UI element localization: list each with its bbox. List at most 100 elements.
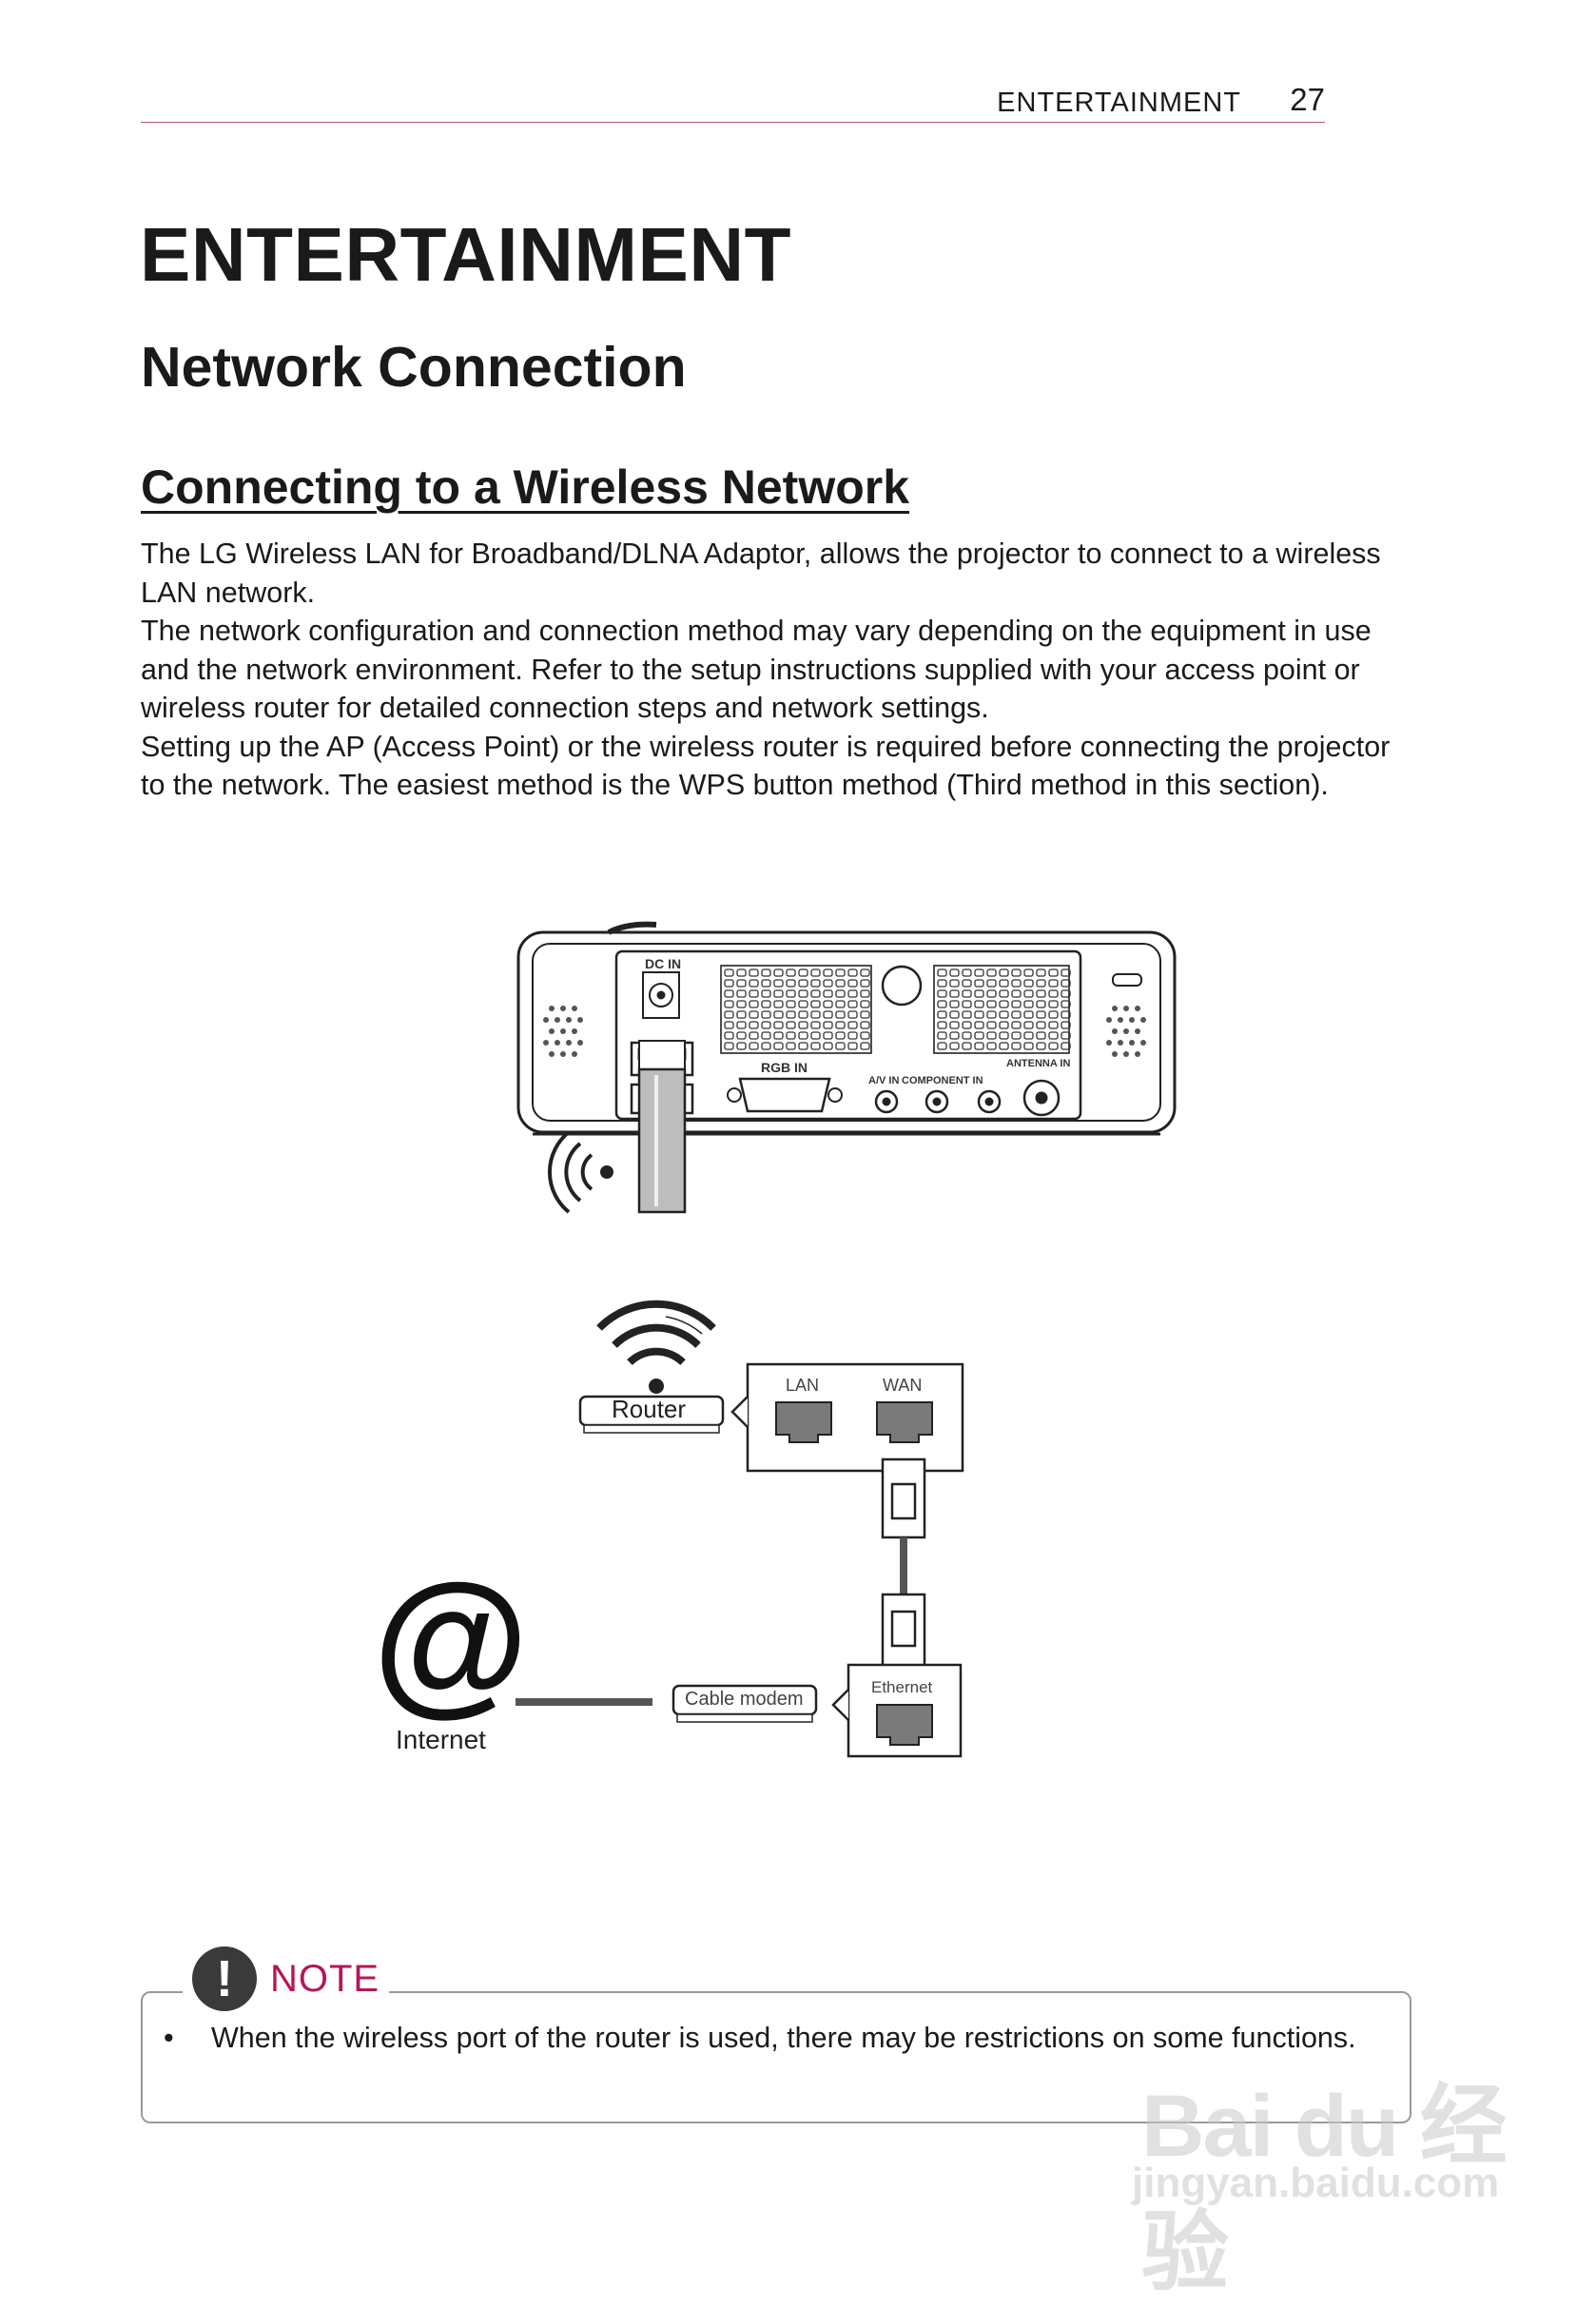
vent-hole <box>962 968 972 977</box>
vent-hole <box>786 1000 796 1008</box>
vent-hole <box>860 1021 870 1029</box>
vent-hole <box>749 1000 759 1008</box>
vent-hole <box>761 1042 771 1050</box>
vent-hole <box>810 1010 821 1019</box>
vent-hole <box>786 968 796 977</box>
vent-hole <box>1036 1010 1046 1019</box>
vent-hole <box>823 1042 833 1050</box>
vent-hole <box>786 989 796 998</box>
vent-hole <box>810 1021 821 1029</box>
vent-hole <box>761 989 771 998</box>
dc-in-label: DC IN <box>645 956 682 971</box>
router-label: Router <box>612 1395 687 1423</box>
vent-hole <box>1061 979 1071 988</box>
vent-hole <box>835 1031 846 1040</box>
vent-hole <box>847 1021 858 1029</box>
vent-hole <box>786 1031 796 1040</box>
vent-hole <box>773 1010 784 1019</box>
vent-hole <box>773 968 784 977</box>
vent-hole <box>798 1000 808 1008</box>
vent-hole <box>736 1031 747 1040</box>
vent-hole <box>1036 979 1046 988</box>
vent-hole <box>835 1042 846 1050</box>
vent-hole <box>736 1000 747 1008</box>
vent-hole <box>949 989 960 998</box>
vent-hole <box>761 1021 771 1029</box>
vent-hole <box>749 1021 759 1029</box>
vent-hole <box>761 1000 771 1008</box>
vent-hole <box>835 1010 846 1019</box>
vent-hole <box>949 1000 960 1008</box>
vent-hole <box>1048 1042 1059 1050</box>
modem-port-panel <box>831 1663 963 1758</box>
wan-label: WAN <box>883 1376 923 1395</box>
vent-hole <box>986 1010 997 1019</box>
vent-holes-left <box>724 968 870 1050</box>
vent-hole <box>974 1000 984 1008</box>
vent-hole <box>986 979 997 988</box>
vent-hole <box>986 1021 997 1029</box>
watermark-url: jingyan.baidu.com <box>1132 2160 1500 2206</box>
vent-hole <box>1023 1021 1034 1029</box>
vent-hole <box>736 989 747 998</box>
vent-holes-right <box>937 968 1071 1050</box>
vent-hole <box>974 989 984 998</box>
vent-hole <box>798 1021 808 1029</box>
vent-hole <box>1011 1010 1022 1019</box>
vent-hole <box>1048 968 1059 977</box>
vent-hole <box>986 1042 997 1050</box>
vent-hole <box>937 1000 947 1008</box>
vent-hole <box>847 1031 858 1040</box>
vent-hole <box>974 1042 984 1050</box>
vent-hole <box>999 1010 1009 1019</box>
vent-hole <box>1036 989 1046 998</box>
vent-hole <box>860 1000 870 1008</box>
vent-hole <box>823 1010 833 1019</box>
vent-hole <box>823 1031 833 1040</box>
vent-hole <box>1023 968 1034 977</box>
vent-hole <box>810 979 821 988</box>
vent-hole <box>810 1042 821 1050</box>
vent-hole <box>810 989 821 998</box>
vent-hole <box>835 1021 846 1029</box>
vent-hole <box>962 979 972 988</box>
cable-modem-label: Cable modem <box>685 1689 804 1710</box>
ethernet-label: Ethernet <box>871 1678 933 1696</box>
exclamation-icon: ! <box>192 1946 257 2011</box>
paragraph: Setting up the AP (Access Point) or the … <box>141 730 1391 802</box>
vent-hole <box>860 989 870 998</box>
vent-hole <box>786 1042 796 1050</box>
projector-rear-panel <box>516 921 1177 1136</box>
vent-hole <box>860 1042 870 1050</box>
vent-hole <box>847 1042 858 1050</box>
vent-hole <box>761 1010 771 1019</box>
vent-hole <box>773 1021 784 1029</box>
vent-hole <box>847 1010 858 1019</box>
vent-hole <box>999 979 1009 988</box>
vent-hole <box>835 968 846 977</box>
vent-hole <box>1061 989 1071 998</box>
vent-hole <box>736 1021 747 1029</box>
vent-hole <box>1036 1021 1046 1029</box>
vent-hole <box>1023 979 1034 988</box>
vent-hole <box>1011 989 1022 998</box>
vent-hole <box>1036 1000 1046 1008</box>
vent-hole <box>962 1042 972 1050</box>
vent-hole <box>798 989 808 998</box>
vent-hole <box>1048 1010 1059 1019</box>
page-number: 27 <box>1290 82 1325 117</box>
vent-hole <box>835 979 846 988</box>
vent-hole <box>749 1010 759 1019</box>
wan-port <box>876 1401 933 1443</box>
vent-hole <box>786 1010 796 1019</box>
vent-hole <box>962 1031 972 1040</box>
vent-hole <box>860 1010 870 1019</box>
vent-hole <box>1061 1010 1071 1019</box>
vent-hole <box>962 989 972 998</box>
vent-hole <box>999 1000 1009 1008</box>
vent-grid-left <box>720 965 872 1054</box>
note-header: ! NOTE <box>183 1946 390 2012</box>
vent-hole <box>823 1000 833 1008</box>
vent-hole <box>974 979 984 988</box>
vent-hole <box>999 989 1009 998</box>
